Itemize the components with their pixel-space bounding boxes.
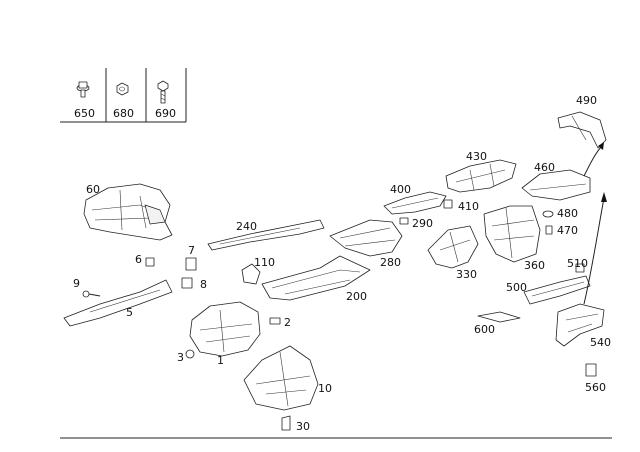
callout-labels: 490 430 460 60 400 410 480 290 470 240 7…: [73, 94, 611, 433]
callout-30: 30: [296, 420, 310, 433]
callout-1: 1: [217, 354, 224, 367]
callout-560: 560: [585, 381, 606, 394]
part-560: [585, 363, 597, 377]
callout-460: 460: [534, 161, 555, 174]
part-360: [483, 205, 541, 263]
callout-10: 10: [318, 382, 332, 395]
part-410: [443, 199, 453, 209]
part-8: [181, 277, 193, 289]
part-10: [243, 345, 319, 411]
callout-8: 8: [200, 278, 207, 291]
callout-500: 500: [506, 281, 527, 294]
callout-60: 60: [86, 183, 100, 196]
part-1: [189, 301, 261, 357]
arrow-line-540: [583, 197, 605, 305]
part-430: [445, 159, 517, 193]
arrowhead-icon: [598, 142, 604, 150]
arrowhead-icon: [601, 192, 607, 202]
callout-7: 7: [188, 244, 195, 257]
part-470: [545, 225, 553, 235]
callout-6: 6: [135, 253, 142, 266]
callout-200: 200: [346, 290, 367, 303]
part-480: [542, 210, 554, 218]
callout-2: 2: [284, 316, 291, 329]
part-200: [261, 255, 371, 301]
bolt-flange-icon: [76, 81, 90, 98]
part-9: [82, 290, 101, 298]
callout-5: 5: [126, 306, 133, 319]
screw-icon: [157, 80, 169, 104]
part-6: [145, 257, 155, 267]
callout-510: 510: [567, 257, 588, 270]
part-110: [241, 263, 261, 285]
part-3: [185, 349, 195, 359]
callout-480: 480: [557, 207, 578, 220]
part-30: [281, 415, 291, 431]
arrow-line-460: [583, 145, 603, 177]
legend-label-680: 680: [113, 107, 134, 120]
callout-470: 470: [557, 224, 578, 237]
callout-290: 290: [412, 217, 433, 230]
part-460: [521, 169, 591, 201]
callout-9: 9: [73, 277, 80, 290]
part-510: [575, 263, 585, 273]
part-7: [185, 257, 197, 271]
part-5: [63, 279, 173, 327]
part-240: [207, 219, 325, 251]
part-400: [383, 191, 447, 215]
callout-600: 600: [474, 323, 495, 336]
part-290: [399, 217, 409, 225]
callout-540: 540: [590, 336, 611, 349]
callout-240: 240: [236, 220, 257, 233]
part-500: [523, 275, 591, 305]
callout-280: 280: [380, 256, 401, 269]
part-330: [427, 225, 479, 269]
legend-label-650: 650: [74, 107, 95, 120]
callout-410: 410: [458, 200, 479, 213]
part-490: [557, 111, 607, 149]
part-540: [555, 303, 605, 347]
callout-430: 430: [466, 150, 487, 163]
callout-400: 400: [390, 183, 411, 196]
fastener-legend: 650 680 690: [60, 68, 187, 123]
part-600: [477, 311, 521, 323]
callout-110: 110: [254, 256, 275, 269]
callout-330: 330: [456, 268, 477, 281]
callout-3: 3: [177, 351, 184, 364]
part-60: [83, 183, 173, 241]
nut-icon: [116, 82, 129, 96]
callout-360: 360: [524, 259, 545, 272]
part-2: [269, 317, 281, 325]
legend-label-690: 690: [155, 107, 176, 120]
part-280: [329, 219, 403, 257]
callout-490: 490: [576, 94, 597, 107]
